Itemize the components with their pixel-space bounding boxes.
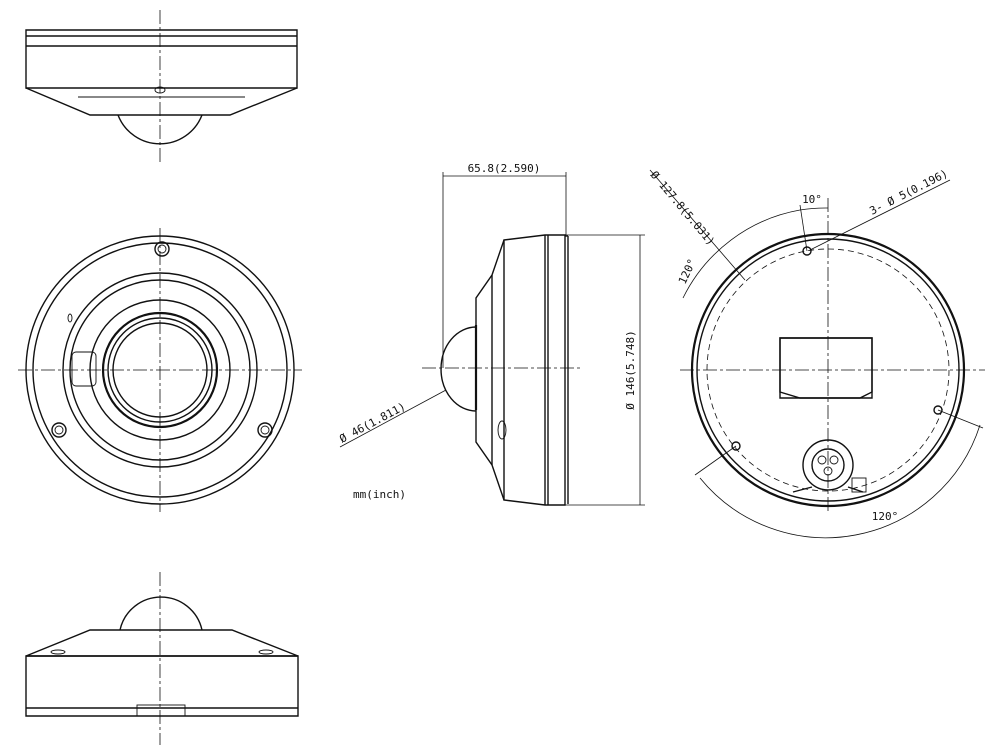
screw-icon (51, 422, 67, 438)
depth-dimension-label: 65.8(2.590) (468, 162, 541, 175)
front-view (18, 228, 302, 512)
hole-dimension-label: 3- Ø 5(0.196) (867, 167, 950, 218)
mount-hole-icon (802, 246, 812, 256)
bottom-angle-label: 120° (872, 510, 899, 523)
bottom-view (25, 572, 299, 745)
top-view (25, 10, 298, 165)
bolt-circle-dimension-label: Ø 127.8(5.031) (648, 169, 718, 248)
mount-hole-icon (731, 441, 741, 451)
side-view: 65.8(2.590) Ø 146(5.748) Ø 46(1.811) mm(… (337, 162, 645, 506)
rear-view: Ø 127.8(5.031) 10° 3- Ø 5(0.196) 120° 12… (648, 167, 985, 539)
mount-hole-icon (933, 405, 943, 415)
screw-icon (154, 241, 170, 257)
offset-angle-label: 10° (802, 193, 822, 206)
dome-dimension-label: Ø 46(1.811) (337, 400, 407, 446)
left-angle-label: 120° (676, 257, 699, 287)
screw-icon (257, 422, 273, 438)
diameter-dimension-label: Ø 146(5.748) (624, 330, 637, 409)
units-note: mm(inch) (353, 488, 406, 501)
